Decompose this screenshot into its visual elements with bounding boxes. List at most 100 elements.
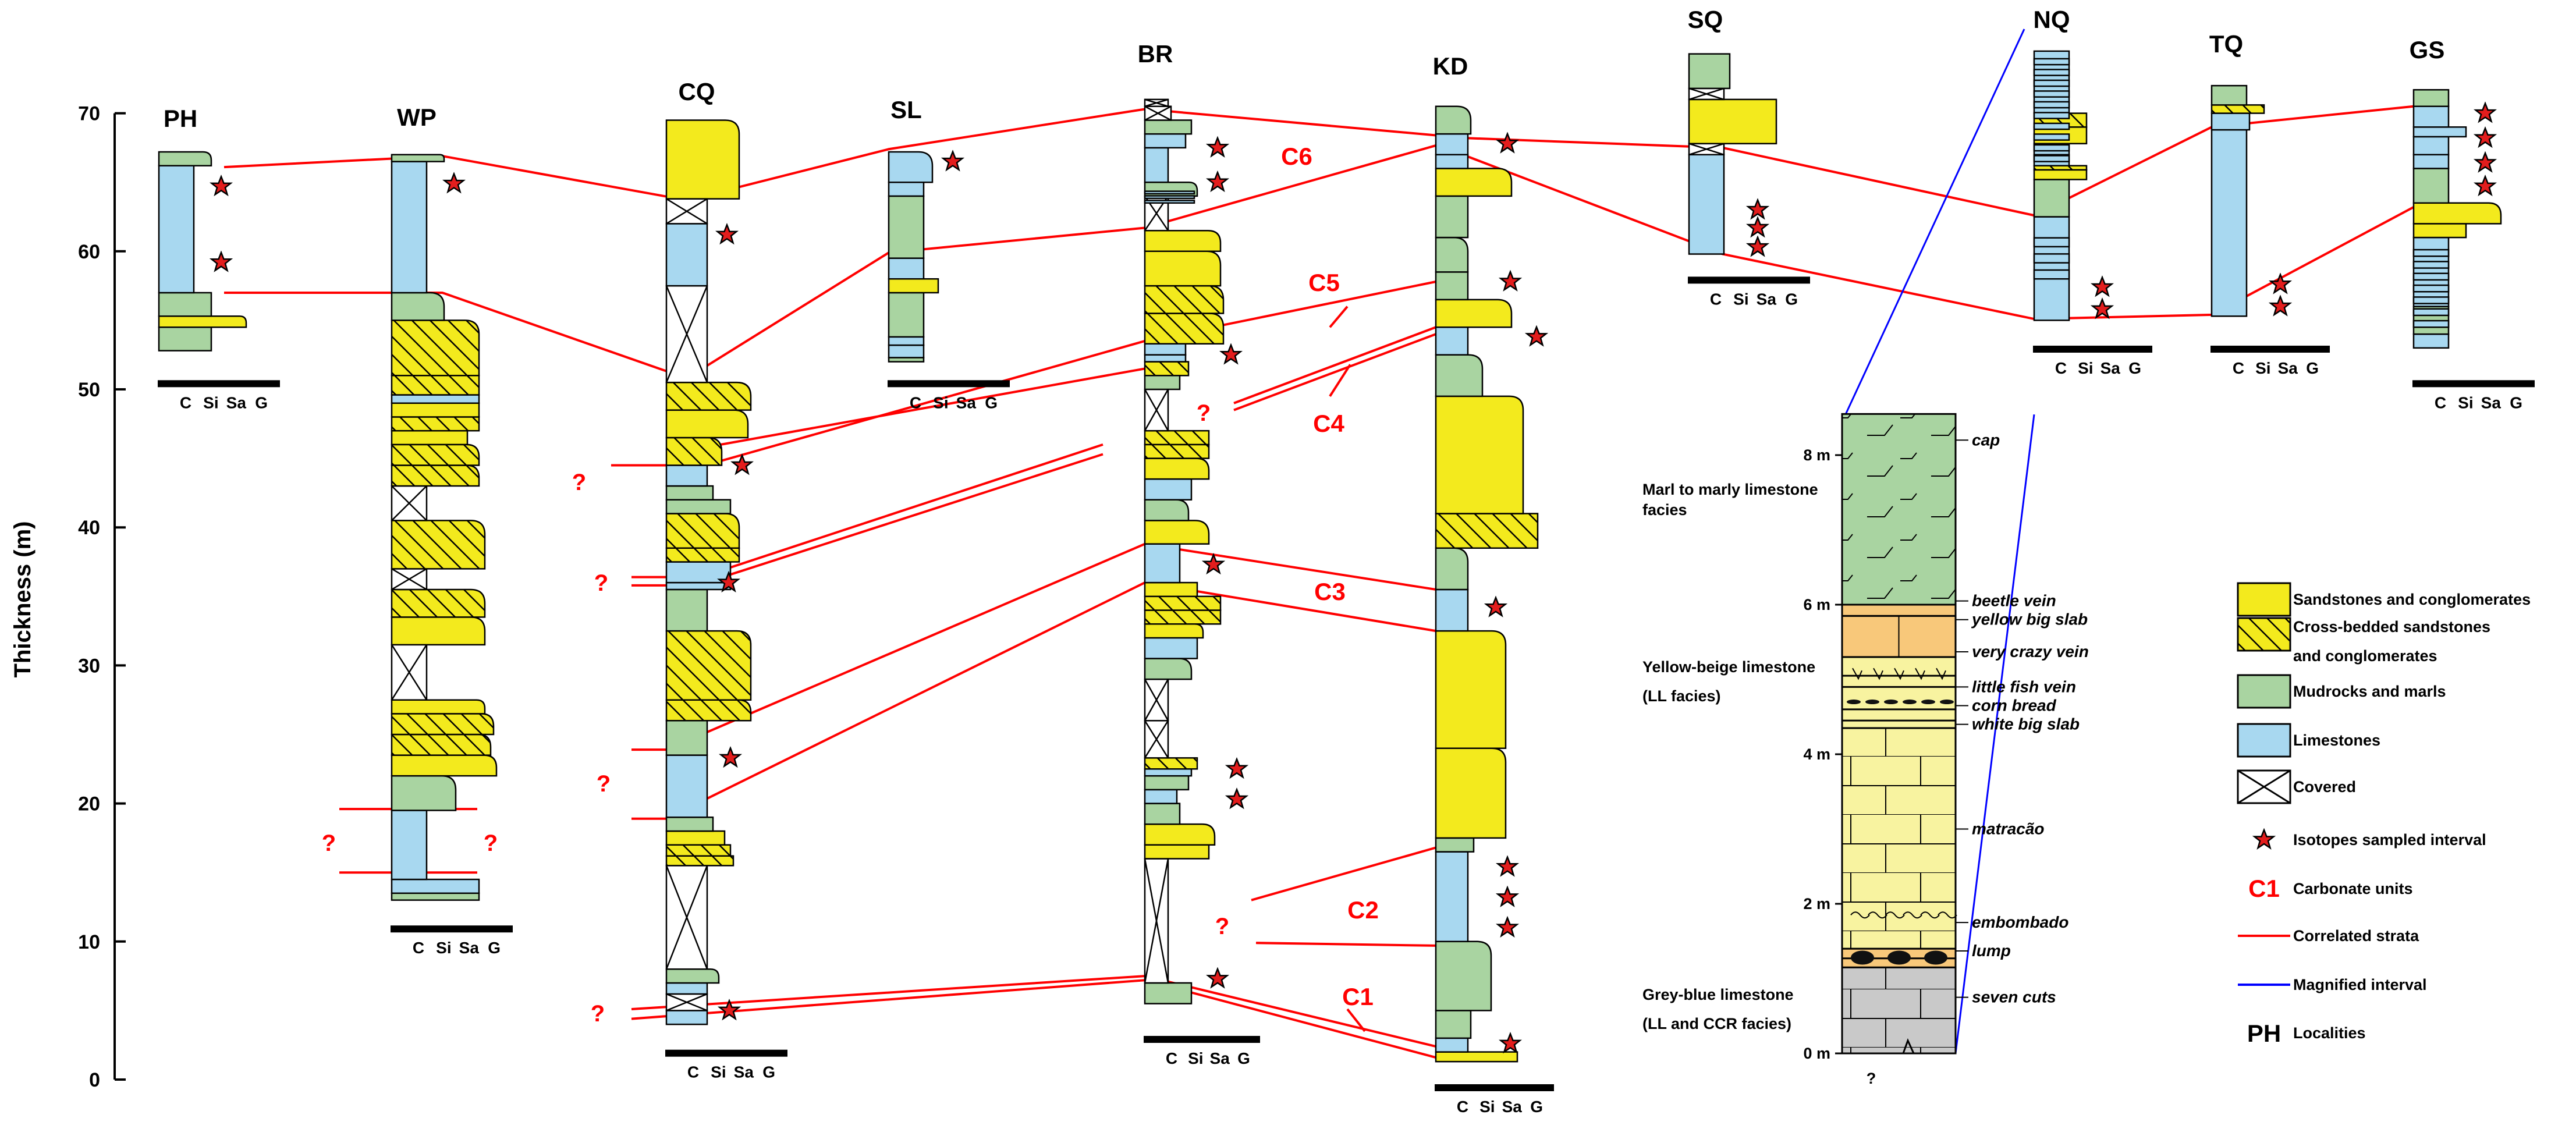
- bed: [888, 195, 925, 259]
- isotope-star: [1207, 171, 1228, 191]
- legend-label: Localities: [2293, 1024, 2366, 1042]
- isotope-star: [2270, 296, 2291, 315]
- bed: [1144, 285, 1225, 314]
- grain-size-label: Sa: [226, 393, 247, 411]
- grain-size-label: C: [687, 1063, 699, 1081]
- bed: [391, 754, 498, 777]
- bed: [1144, 581, 1198, 598]
- isotope-star: [2475, 102, 2496, 122]
- bed: [2033, 179, 2070, 218]
- locality-label: CQ: [679, 78, 715, 105]
- isotope-star: [1203, 553, 1224, 574]
- isotope-star: [2270, 274, 2291, 293]
- isotope-star: [1747, 217, 1768, 237]
- bed: [665, 409, 749, 439]
- isotope-star: [2475, 176, 2496, 196]
- legend-label: Covered: [2293, 778, 2356, 796]
- y-tick-label: 40: [78, 517, 100, 539]
- bed: [1144, 543, 1181, 584]
- crazy-vein-mark: [1894, 668, 1904, 680]
- uncertain-correlation-mark: ?: [591, 1001, 605, 1027]
- legend: Sandstones and conglomeratesCross-bedded…: [2237, 582, 2531, 1047]
- covered-cross: [1144, 679, 1169, 721]
- bed: [391, 616, 486, 646]
- facies-label: Yellow-beige limestone: [1642, 658, 1815, 676]
- fish-vein-mark: [1865, 700, 1879, 705]
- isotope-star: [1500, 1033, 1521, 1053]
- bed: [391, 320, 480, 377]
- meter-label: 0 m: [1803, 1045, 1830, 1062]
- carbonate-unit-label: C3: [1314, 578, 1346, 605]
- bed: [1144, 443, 1210, 459]
- correlation-line: [705, 281, 1436, 467]
- grain-size-label: Si: [2255, 359, 2270, 377]
- crazy-vein-mark: [1873, 668, 1883, 680]
- bed: [665, 464, 708, 487]
- grain-scale-bar: [2033, 345, 2152, 353]
- bed: [1435, 395, 1524, 514]
- y-tick-label: 70: [78, 103, 100, 125]
- bed: [391, 375, 480, 396]
- facies-label: Marl to marly limestone: [1642, 481, 1818, 498]
- uncertain-correlation-mark: ?: [1197, 400, 1211, 426]
- bed-name-label: cap: [1972, 431, 2000, 449]
- grain-size-label: Sa: [2481, 393, 2502, 411]
- locality-label: NQ: [2034, 6, 2070, 33]
- bed: [1435, 1037, 1469, 1053]
- grain-size-label: Sa: [2100, 359, 2121, 377]
- grain-size-label: C: [180, 393, 191, 411]
- bed: [1435, 133, 1469, 156]
- bed: [391, 402, 480, 418]
- bed: [2412, 308, 2450, 317]
- y-tick-label: 30: [78, 655, 100, 677]
- bed: [665, 588, 708, 632]
- isotope-star: [1497, 917, 1518, 937]
- meter-label: 6 m: [1803, 596, 1830, 613]
- isotope-star: [2475, 127, 2496, 147]
- correlation-line: [223, 105, 2414, 217]
- uncertain-correlation-mark: ?: [322, 830, 336, 856]
- grain-size-label: G: [2306, 359, 2319, 377]
- bed: [1144, 823, 1216, 846]
- bed: [665, 436, 723, 466]
- unit-symbol: C1: [2248, 875, 2280, 902]
- grain-size-label: Si: [1479, 1098, 1495, 1116]
- bed: [2033, 133, 2070, 141]
- carbonate-unit-label: C4: [1313, 410, 1344, 437]
- isotope-star: [211, 176, 232, 196]
- bed: [1688, 154, 1725, 255]
- bed: [1144, 429, 1210, 446]
- grain-size-label: G: [985, 393, 998, 411]
- covered-cross: [2237, 769, 2291, 804]
- grain-size-label: C: [910, 393, 921, 411]
- bed: [2033, 79, 2070, 87]
- bed: [888, 278, 939, 294]
- grain-size-label: Si: [1733, 290, 1748, 308]
- uncertain-correlation-mark: ?: [597, 771, 611, 797]
- bed: [2033, 216, 2070, 321]
- bed: [1144, 520, 1210, 545]
- bed-name-label: white big slab: [1972, 715, 2080, 733]
- bed: [391, 733, 492, 756]
- fish-vein-mark: [1884, 700, 1898, 705]
- bed-name-label: very crazy vein: [1972, 643, 2089, 661]
- bed: [1144, 190, 1195, 195]
- isotope-star: [1747, 236, 1768, 256]
- bed: [1435, 236, 1469, 273]
- legend-label: Isotopes sampled interval: [2293, 831, 2486, 849]
- fish-vein-mark: [1940, 700, 1954, 705]
- bed: [391, 154, 445, 162]
- bed: [1435, 168, 1513, 197]
- bed: [665, 754, 708, 818]
- isotope-star: [2092, 299, 2113, 318]
- grain-size-label: G: [1785, 290, 1798, 308]
- embombado-wave: [1903, 911, 1922, 919]
- bed: [888, 257, 925, 280]
- carbonate-unit-label: C6: [1281, 143, 1312, 170]
- bed-name-label: corn bread: [1972, 696, 2057, 714]
- bed: [391, 464, 480, 487]
- covered-cross: [666, 198, 708, 225]
